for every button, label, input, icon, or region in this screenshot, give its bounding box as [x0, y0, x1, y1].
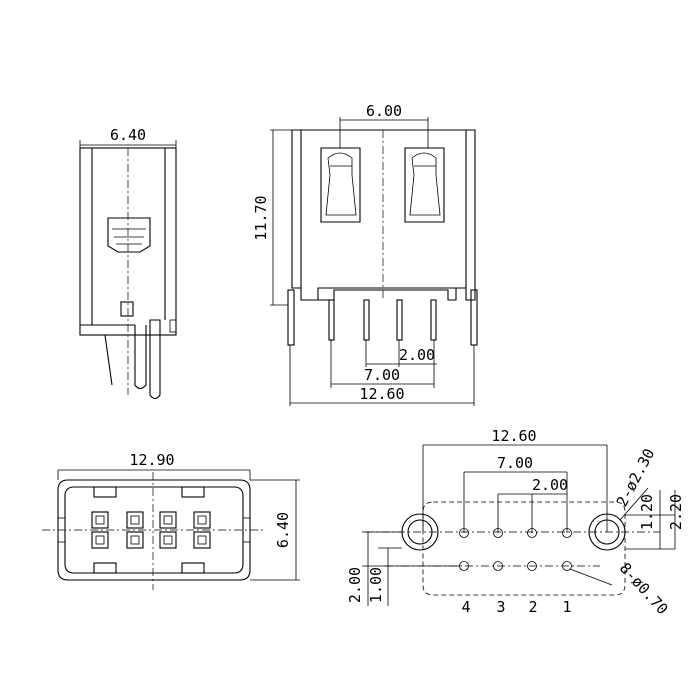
bottom-tab-bottom-left — [93, 562, 117, 574]
bottom-contact — [159, 531, 177, 549]
front-shell-outline — [291, 129, 476, 301]
front-pin-2 — [396, 299, 403, 341]
bottom-height-label: 6.40 — [274, 512, 292, 548]
bottom-contact — [91, 531, 109, 549]
fp-pitch-label: 2.00 — [532, 476, 568, 494]
fp-large-hole-leader — [619, 487, 649, 521]
bottom-contact — [126, 511, 144, 529]
bottom-contact — [193, 531, 211, 549]
fp-right-small-label: 1.20 — [638, 494, 656, 530]
side-width-label: 6.40 — [110, 126, 146, 144]
bottom-contact — [159, 511, 177, 529]
fp-left-large-label: 2.00 — [346, 567, 364, 603]
fp-pin-number-3: 3 — [496, 598, 505, 616]
front-right-leg — [470, 289, 478, 346]
front-latch-left — [320, 147, 361, 223]
fp-left-small-label: 1.00 — [367, 567, 385, 603]
side-leg-tab — [134, 325, 147, 390]
side-pin — [104, 334, 113, 386]
bottom-inner-outline — [64, 486, 244, 574]
fp-pin-number-1: 1 — [562, 598, 571, 616]
bottom-contact-inner — [163, 515, 173, 525]
front-height-label: 11.70 — [252, 195, 270, 240]
fp-pin-number-2: 2 — [528, 598, 537, 616]
footprint-outline — [422, 501, 626, 596]
front-pin-1 — [430, 299, 437, 341]
bottom-contact — [126, 531, 144, 549]
bottom-contact — [193, 511, 211, 529]
fp-pin-number-4: 4 — [461, 598, 470, 616]
front-latch-left-inner — [325, 152, 357, 216]
side-rear-tab — [169, 319, 177, 333]
front-pin-4 — [328, 299, 335, 341]
bottom-contact — [91, 511, 109, 529]
side-latch — [107, 217, 151, 253]
front-top-label: 6.00 — [366, 102, 402, 120]
bottom-contact-inner — [197, 535, 207, 545]
front-pin-3 — [363, 299, 370, 341]
front-inner-step — [317, 287, 466, 300]
bottom-view: 12.90 6.40 — [42, 451, 300, 590]
front-overall-label: 12.60 — [359, 385, 404, 403]
bottom-contacts — [91, 511, 211, 549]
front-outer-label: 7.00 — [364, 366, 400, 384]
front-view: 6.00 11.70 2.00 7.00 12.60 — [252, 102, 478, 406]
bottom-contact-inner — [163, 535, 173, 545]
bottom-tab-bottom-right — [181, 562, 205, 574]
front-left-leg — [287, 289, 295, 346]
side-small-square — [120, 301, 134, 317]
fp-small-hole-leader — [569, 568, 613, 586]
bottom-contact-inner — [130, 515, 140, 525]
bottom-tab-top-left — [93, 486, 117, 498]
front-latch-right — [404, 147, 445, 223]
side-center-leg — [149, 319, 161, 400]
bottom-contact-inner — [197, 515, 207, 525]
bottom-contact-inner — [130, 535, 140, 545]
fp-width-label: 12.60 — [491, 427, 536, 445]
bottom-outer-outline — [57, 479, 251, 581]
fp-outer-label: 7.00 — [497, 454, 533, 472]
bottom-contact-inner — [95, 535, 105, 545]
fp-right-large-label: 2.20 — [667, 494, 685, 530]
bottom-contact-inner — [95, 515, 105, 525]
front-pitch-label: 2.00 — [399, 346, 435, 364]
front-latch-right-inner — [409, 152, 441, 216]
bottom-tab-top-right — [181, 486, 205, 498]
pcb-footprint: 12.60 7.00 2.00 2-ø2.30 8-ø0.70 1.20 2.2… — [346, 427, 685, 618]
side-view: 6.40 — [79, 126, 177, 400]
bottom-width-label: 12.90 — [129, 451, 174, 469]
